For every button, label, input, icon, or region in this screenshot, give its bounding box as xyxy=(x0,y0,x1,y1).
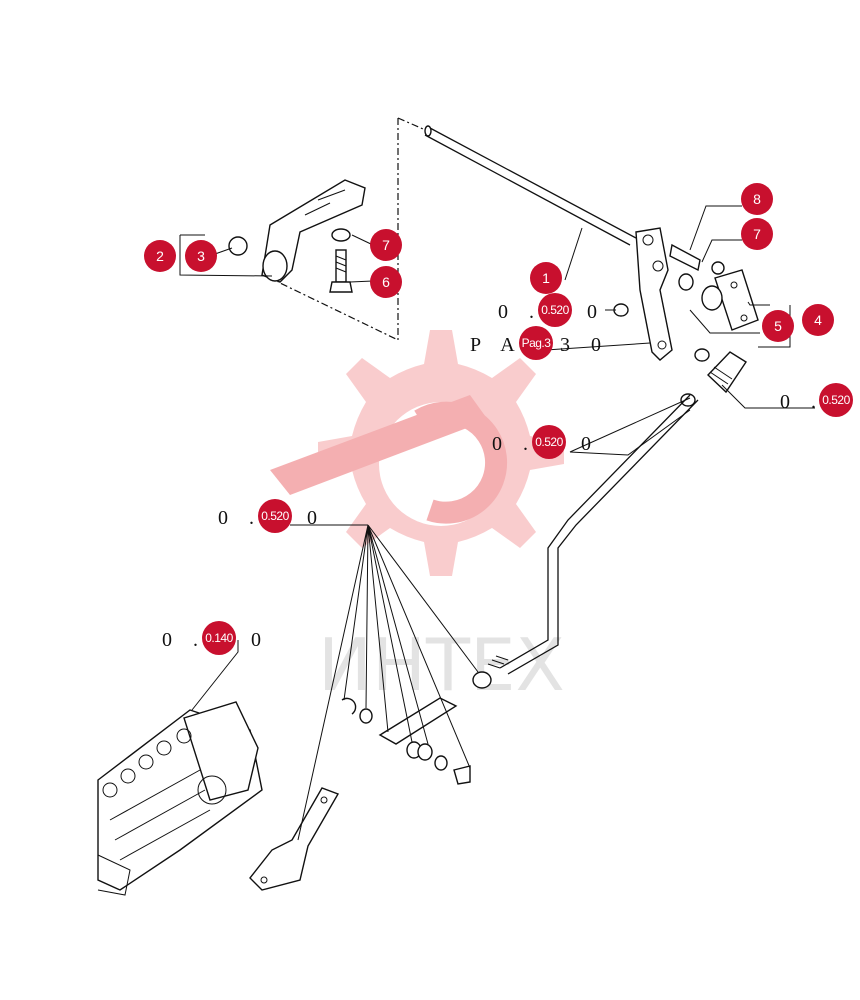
callout-7-right[interactable]: 7 xyxy=(741,218,773,250)
ref-label-3[interactable]: 0 . 0.520 xyxy=(780,383,853,417)
svg-text:3 0: 3 0 xyxy=(560,334,609,356)
ref-label-5[interactable]: 0 . 0.520 0 xyxy=(218,499,325,533)
svg-text:1: 1 xyxy=(542,270,550,286)
svg-text:7: 7 xyxy=(382,237,390,253)
long-rod xyxy=(424,125,637,246)
ball-joint xyxy=(680,348,747,407)
svg-text:6: 6 xyxy=(382,274,390,290)
svg-text:0.520: 0.520 xyxy=(541,303,569,317)
callout-6[interactable]: 6 xyxy=(370,266,402,298)
svg-text:0: 0 xyxy=(587,301,605,323)
ref-label-6[interactable]: 0 . 0.140 0 xyxy=(162,621,269,655)
ref-label-2[interactable]: P A G Pag.3 3 0 xyxy=(470,326,609,360)
callout-8[interactable]: 8 xyxy=(741,183,773,215)
callout-2[interactable]: 2 xyxy=(144,240,176,272)
svg-text:0.520: 0.520 xyxy=(535,435,563,449)
svg-text:0 .: 0 . xyxy=(492,433,536,455)
svg-text:0: 0 xyxy=(581,433,599,455)
svg-text:0.520: 0.520 xyxy=(822,393,850,407)
svg-text:2: 2 xyxy=(156,248,164,264)
svg-text:8: 8 xyxy=(753,191,761,207)
svg-text:3: 3 xyxy=(197,248,205,264)
svg-text:4: 4 xyxy=(814,312,822,328)
svg-text:0 .: 0 . xyxy=(498,301,542,323)
ref-label-4[interactable]: 0 . 0.520 0 xyxy=(492,425,599,459)
alignment-line-top xyxy=(397,117,431,133)
svg-text:Pag.3: Pag.3 xyxy=(522,336,552,350)
lever-arm xyxy=(635,227,673,361)
callout-3[interactable]: 3 xyxy=(185,240,217,272)
svg-text:0.140: 0.140 xyxy=(205,631,233,645)
callout-5[interactable]: 5 xyxy=(762,310,794,342)
svg-text:0: 0 xyxy=(307,507,325,529)
svg-text:0: 0 xyxy=(251,629,269,651)
pedal-plate xyxy=(249,787,340,891)
alignment-line xyxy=(277,118,399,341)
bolt-and-washer xyxy=(329,228,353,293)
pivot-bracket xyxy=(613,243,759,331)
svg-text:0.520: 0.520 xyxy=(261,509,289,523)
watermark-gear-icon xyxy=(270,330,564,576)
svg-text:0 .: 0 . xyxy=(780,391,824,413)
ref-label-1[interactable]: 0 . 0.520 0 xyxy=(498,293,605,327)
callout-7-upper-left[interactable]: 7 xyxy=(370,229,402,261)
callout-1[interactable]: 1 xyxy=(530,262,562,294)
small-parts xyxy=(341,697,471,785)
injection-pump xyxy=(97,701,263,896)
svg-text:0 .: 0 . xyxy=(162,629,206,651)
svg-text:0 .: 0 . xyxy=(218,507,262,529)
svg-text:5: 5 xyxy=(774,318,782,334)
svg-text:7: 7 xyxy=(753,226,761,242)
mounting-bracket xyxy=(228,179,366,283)
watermark-text: ИНТЕХ xyxy=(318,623,565,707)
leader-lines xyxy=(179,205,815,841)
callout-4[interactable]: 4 xyxy=(802,304,834,336)
linkage-rod xyxy=(472,394,699,689)
